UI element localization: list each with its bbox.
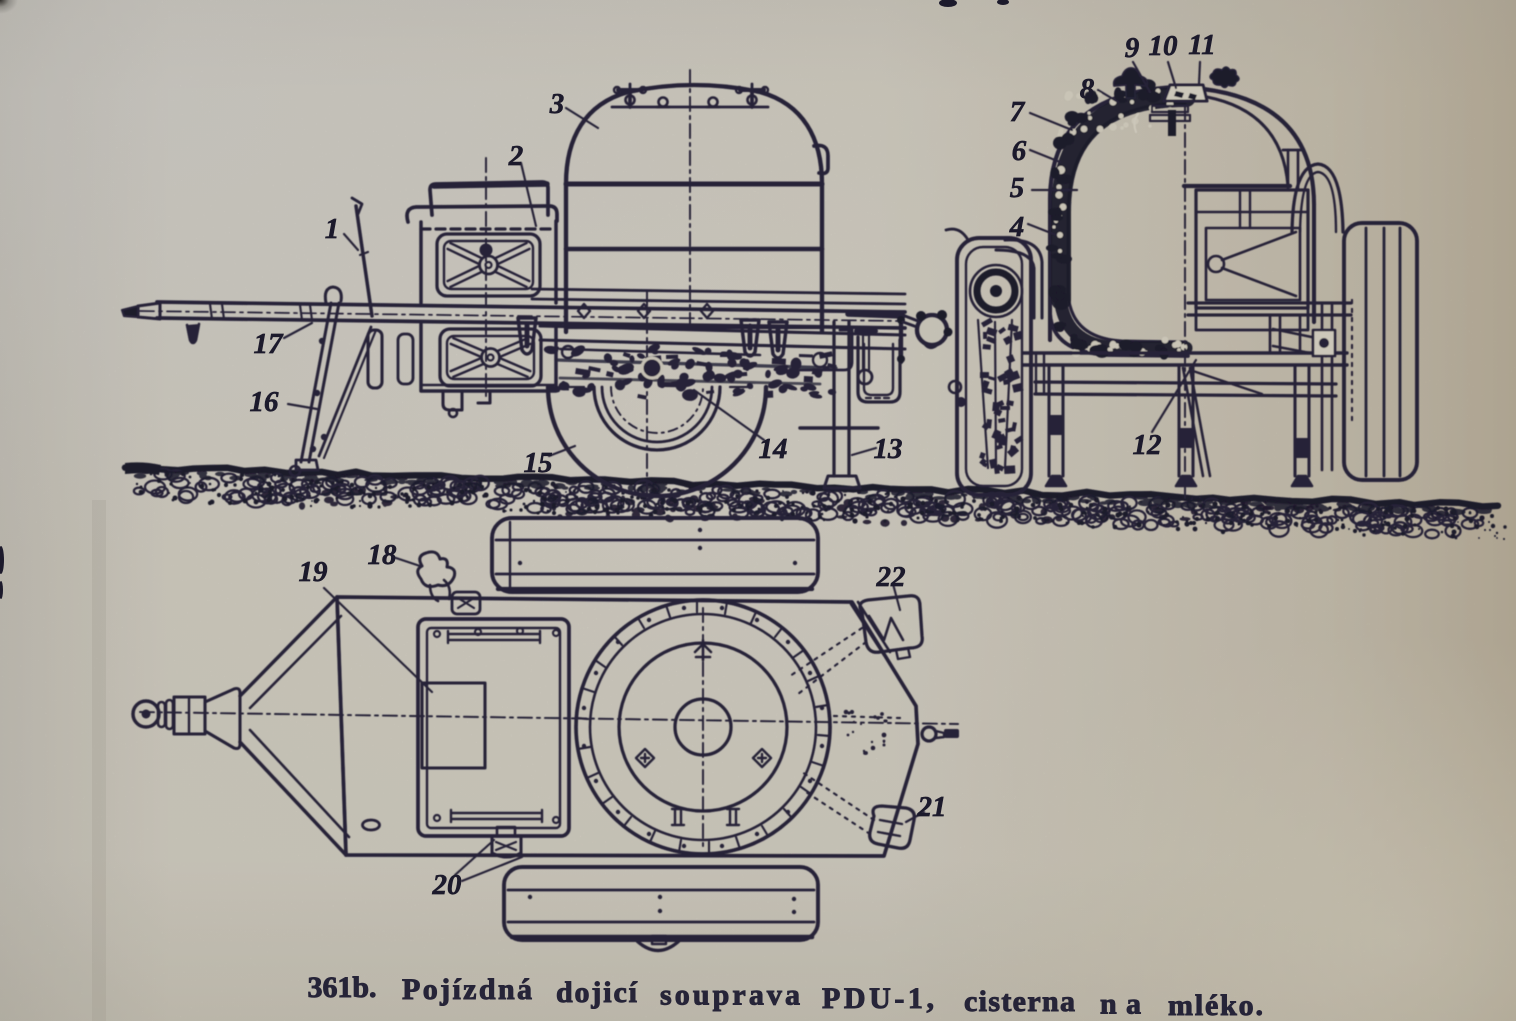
svg-text:17: 17: [254, 328, 285, 360]
svg-text:Pojízdná: Pojízdná: [402, 973, 532, 1006]
svg-text:14: 14: [759, 433, 788, 465]
svg-text:20: 20: [432, 869, 462, 901]
svg-text:1: 1: [325, 213, 340, 245]
svg-text:2: 2: [508, 140, 524, 172]
svg-text:19: 19: [299, 556, 328, 588]
svg-text:12: 12: [1133, 429, 1162, 461]
svg-text:8: 8: [1080, 73, 1095, 105]
svg-text:3: 3: [549, 88, 565, 120]
svg-text:10: 10: [1149, 30, 1178, 62]
svg-text:7: 7: [1010, 96, 1026, 128]
svg-text:5: 5: [1010, 172, 1025, 204]
svg-text:21: 21: [917, 791, 947, 823]
svg-text:11: 11: [1188, 29, 1215, 61]
svg-text:cisterna: cisterna: [964, 985, 1075, 1018]
svg-text:4: 4: [1009, 211, 1025, 243]
svg-text:PDU-1,: PDU-1,: [822, 982, 934, 1015]
svg-text:16: 16: [250, 386, 280, 418]
svg-text:6: 6: [1012, 135, 1027, 167]
svg-text:18: 18: [368, 539, 398, 571]
svg-text:dojicí: dojicí: [556, 976, 638, 1009]
svg-text:mléko.: mléko.: [1168, 989, 1263, 1021]
svg-text:15: 15: [524, 447, 553, 479]
svg-text:9: 9: [1125, 32, 1140, 64]
svg-text:13: 13: [874, 433, 903, 465]
svg-text:361b.: 361b.: [308, 971, 377, 1004]
svg-text:22: 22: [876, 561, 906, 593]
